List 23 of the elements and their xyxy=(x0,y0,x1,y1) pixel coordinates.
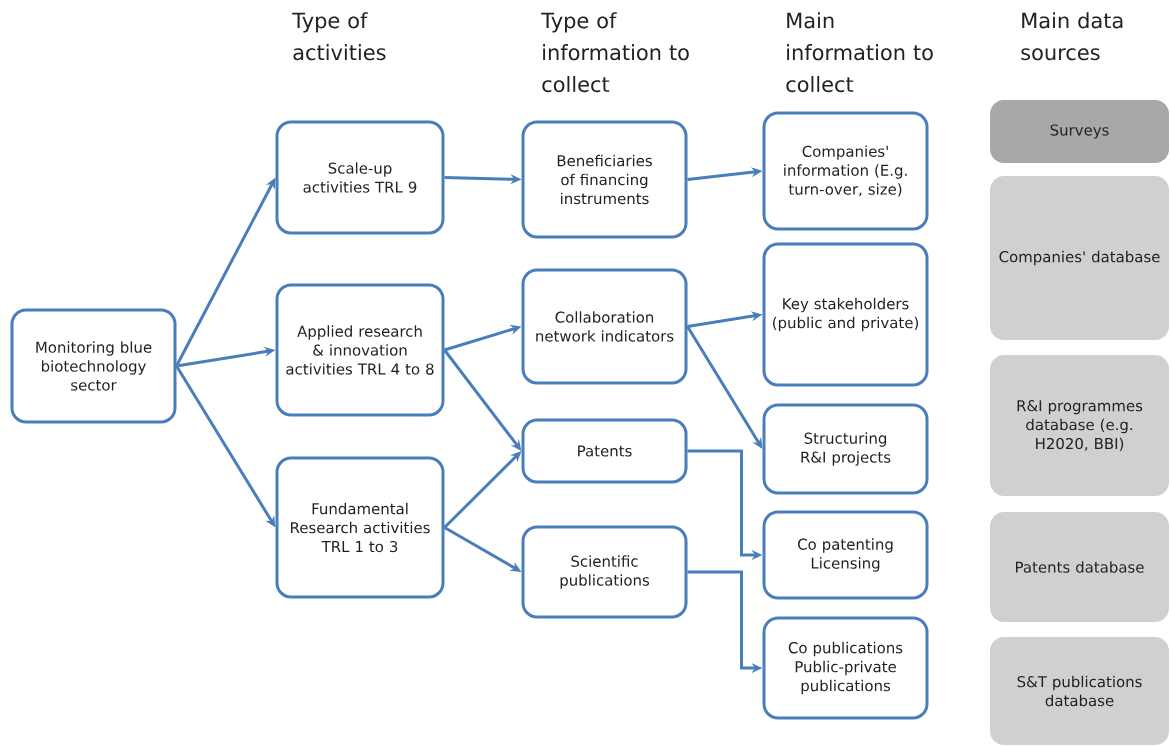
data-source-box: R&I programmes database (e.g. H2020, BBI) xyxy=(990,355,1169,496)
process-box: Patents xyxy=(521,418,688,484)
data-source-box: Surveys xyxy=(990,100,1169,163)
column-heading: Main data sources xyxy=(1021,12,1123,61)
process-box: Scale-up activities TRL 9 xyxy=(275,120,445,235)
arrow xyxy=(443,349,522,451)
process-box: Key stakeholders (public and private) xyxy=(762,242,929,387)
column-heading: Type of information to collect xyxy=(541,12,689,93)
data-source-box: Patents database xyxy=(990,512,1169,622)
data-source-box: Companies' database xyxy=(990,176,1169,340)
process-box: Beneficiaries of financing instruments xyxy=(521,120,688,239)
process-box: Companies' information (E.g. turn-over, size) xyxy=(762,111,929,231)
process-box: Collaboration network indicators xyxy=(521,268,688,385)
column-heading: Type of activities xyxy=(292,12,386,61)
process-box: Co publications Public-private publications xyxy=(762,616,929,720)
process-box: Structuring R&I projects xyxy=(762,403,929,495)
process-box: Monitoring blue biotechnology sector xyxy=(10,308,177,424)
process-box: Scientific publications xyxy=(521,525,688,619)
column-heading: Main information to collect xyxy=(786,12,933,93)
data-source-box: S&T publications database xyxy=(990,637,1169,745)
process-box: Co patenting Licensing xyxy=(762,510,929,600)
process-box: Applied research & innovation activities TRL 4 to 8 xyxy=(275,283,445,417)
process-box: Fundamental Research activities TRL 1 to 3 xyxy=(275,456,445,599)
